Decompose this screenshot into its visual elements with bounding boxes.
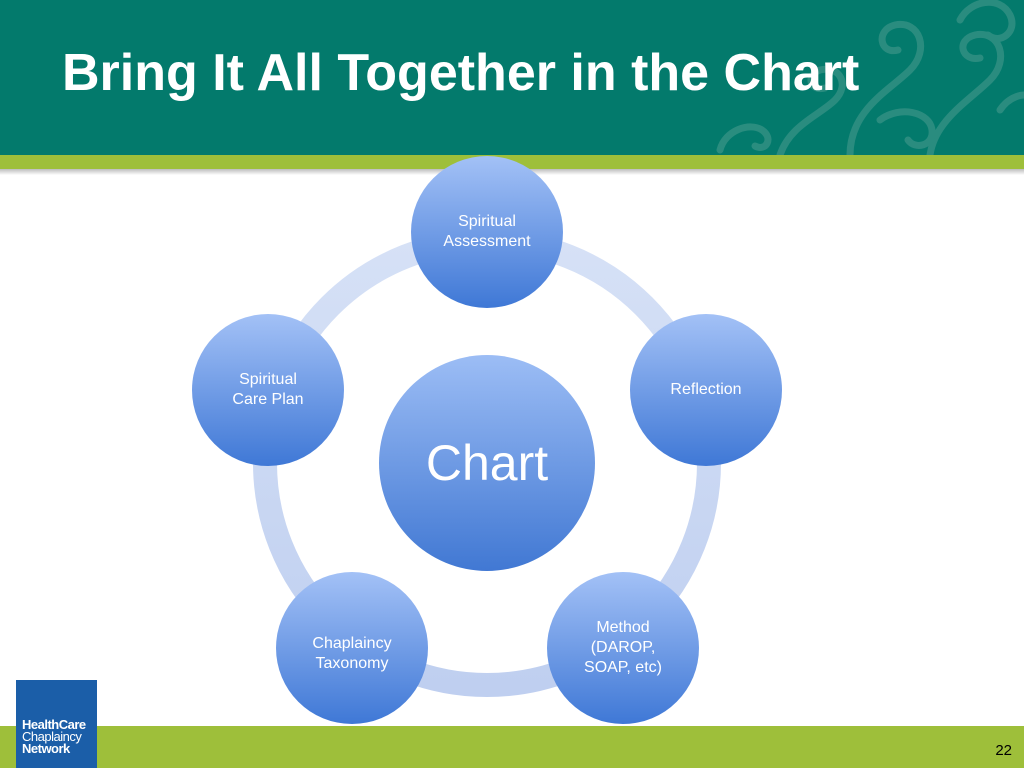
logo-line-2: Chaplaincy <box>22 729 82 744</box>
node-spiritual-care-plan-label: Spiritual Care Plan <box>232 371 304 408</box>
node-spiritual-assessment-shape <box>411 156 563 308</box>
logo-line-3: Network <box>22 741 70 756</box>
swirl-decoration-icon <box>716 0 1024 155</box>
node-reflection-shape <box>630 314 782 466</box>
logo-line-1: HealthCare <box>22 717 86 732</box>
node-chaplaincy-taxonomy-shape <box>276 572 428 724</box>
node-spiritual-assessment-label: Spiritual Assessment <box>443 213 531 250</box>
node-reflection-label: Reflection <box>670 381 742 398</box>
node-method-label: Method (DAROP, SOAP, etc) <box>584 619 662 676</box>
center-node-shape <box>379 355 595 571</box>
slide-title: Bring It All Together in the Chart <box>62 44 860 102</box>
healthcare-chaplaincy-network-logo: HealthCare Chaplaincy Network <box>16 680 97 768</box>
node-chaplaincy-taxonomy-label: Chaplaincy Taxonomy <box>312 635 392 672</box>
node-spiritual-care-plan-shape <box>192 314 344 466</box>
node-method-shape <box>547 572 699 724</box>
center-node-label: Chart <box>425 435 549 491</box>
page-number: 22 <box>995 742 1012 759</box>
header-banner: Bring It All Together in the Chart <box>0 0 1024 155</box>
footer-band <box>0 726 1024 768</box>
